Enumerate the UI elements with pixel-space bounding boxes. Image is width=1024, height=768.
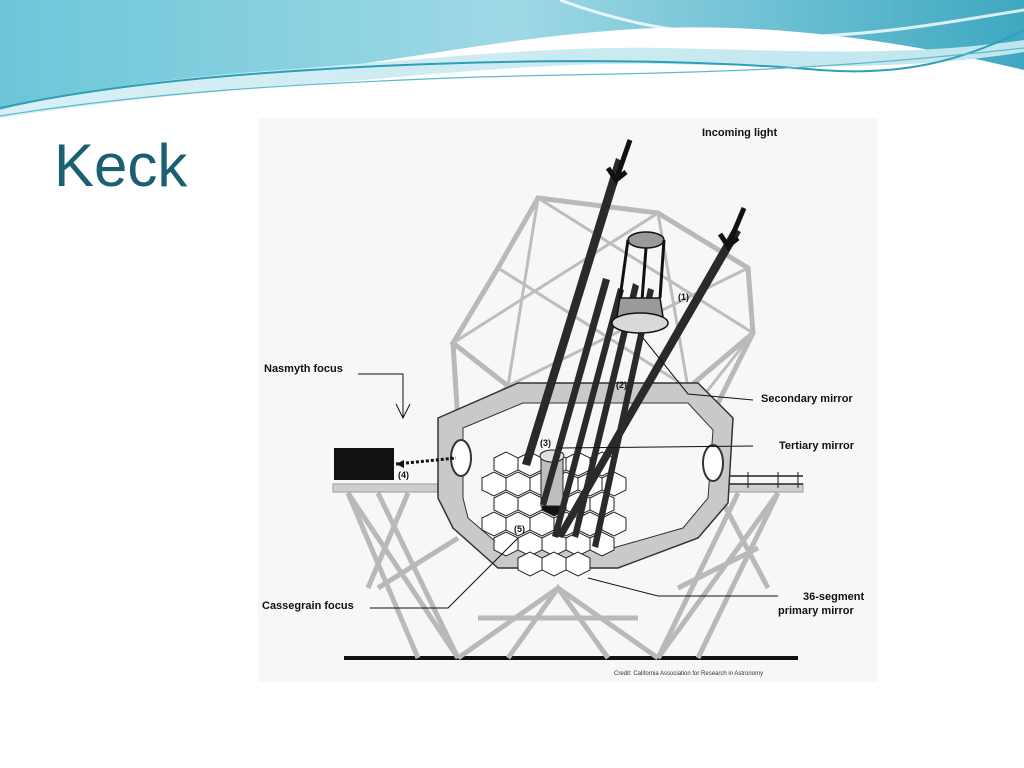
label-incoming-light: Incoming light <box>702 127 777 139</box>
label-nasmyth-focus: Nasmyth focus <box>264 363 343 375</box>
path-number-2: (2) <box>616 380 627 390</box>
path-number-5: (5) <box>514 524 525 534</box>
label-secondary-mirror: Secondary mirror <box>761 393 853 405</box>
header-wave-decoration <box>0 0 1024 118</box>
tertiary-leader <box>557 445 754 449</box>
cassegrain-leader <box>370 537 519 609</box>
path-number-4: (4) <box>398 470 409 480</box>
secondary-mirror-assembly <box>611 231 669 334</box>
nasmyth-leader <box>358 373 411 420</box>
label-primary-mirror-line2: primary mirror <box>778 605 855 617</box>
incoming-light-arrows <box>605 139 747 252</box>
keck-telescope-diagram: Incoming light Nasmyth focus Secondary m… <box>258 118 878 682</box>
primary-leader <box>587 577 778 597</box>
nasmyth-beam-path <box>395 456 457 466</box>
label-cassegrain-focus: Cassegrain focus <box>262 600 354 612</box>
label-primary-mirror-line1: 36-segment <box>803 591 864 603</box>
path-number-3: (3) <box>540 438 551 448</box>
primary-mirror-segments <box>481 451 627 577</box>
light-beams <box>522 158 741 548</box>
label-tertiary-mirror: Tertiary mirror <box>779 440 855 452</box>
nasmyth-instrument <box>334 448 394 480</box>
diagram-credit: Credit: California Association for Resea… <box>614 671 763 677</box>
nasmyth-arrowhead <box>396 460 404 468</box>
path-number-1: (1) <box>678 292 689 302</box>
slide-title: Keck <box>54 132 188 199</box>
secondary-leader <box>642 337 754 401</box>
